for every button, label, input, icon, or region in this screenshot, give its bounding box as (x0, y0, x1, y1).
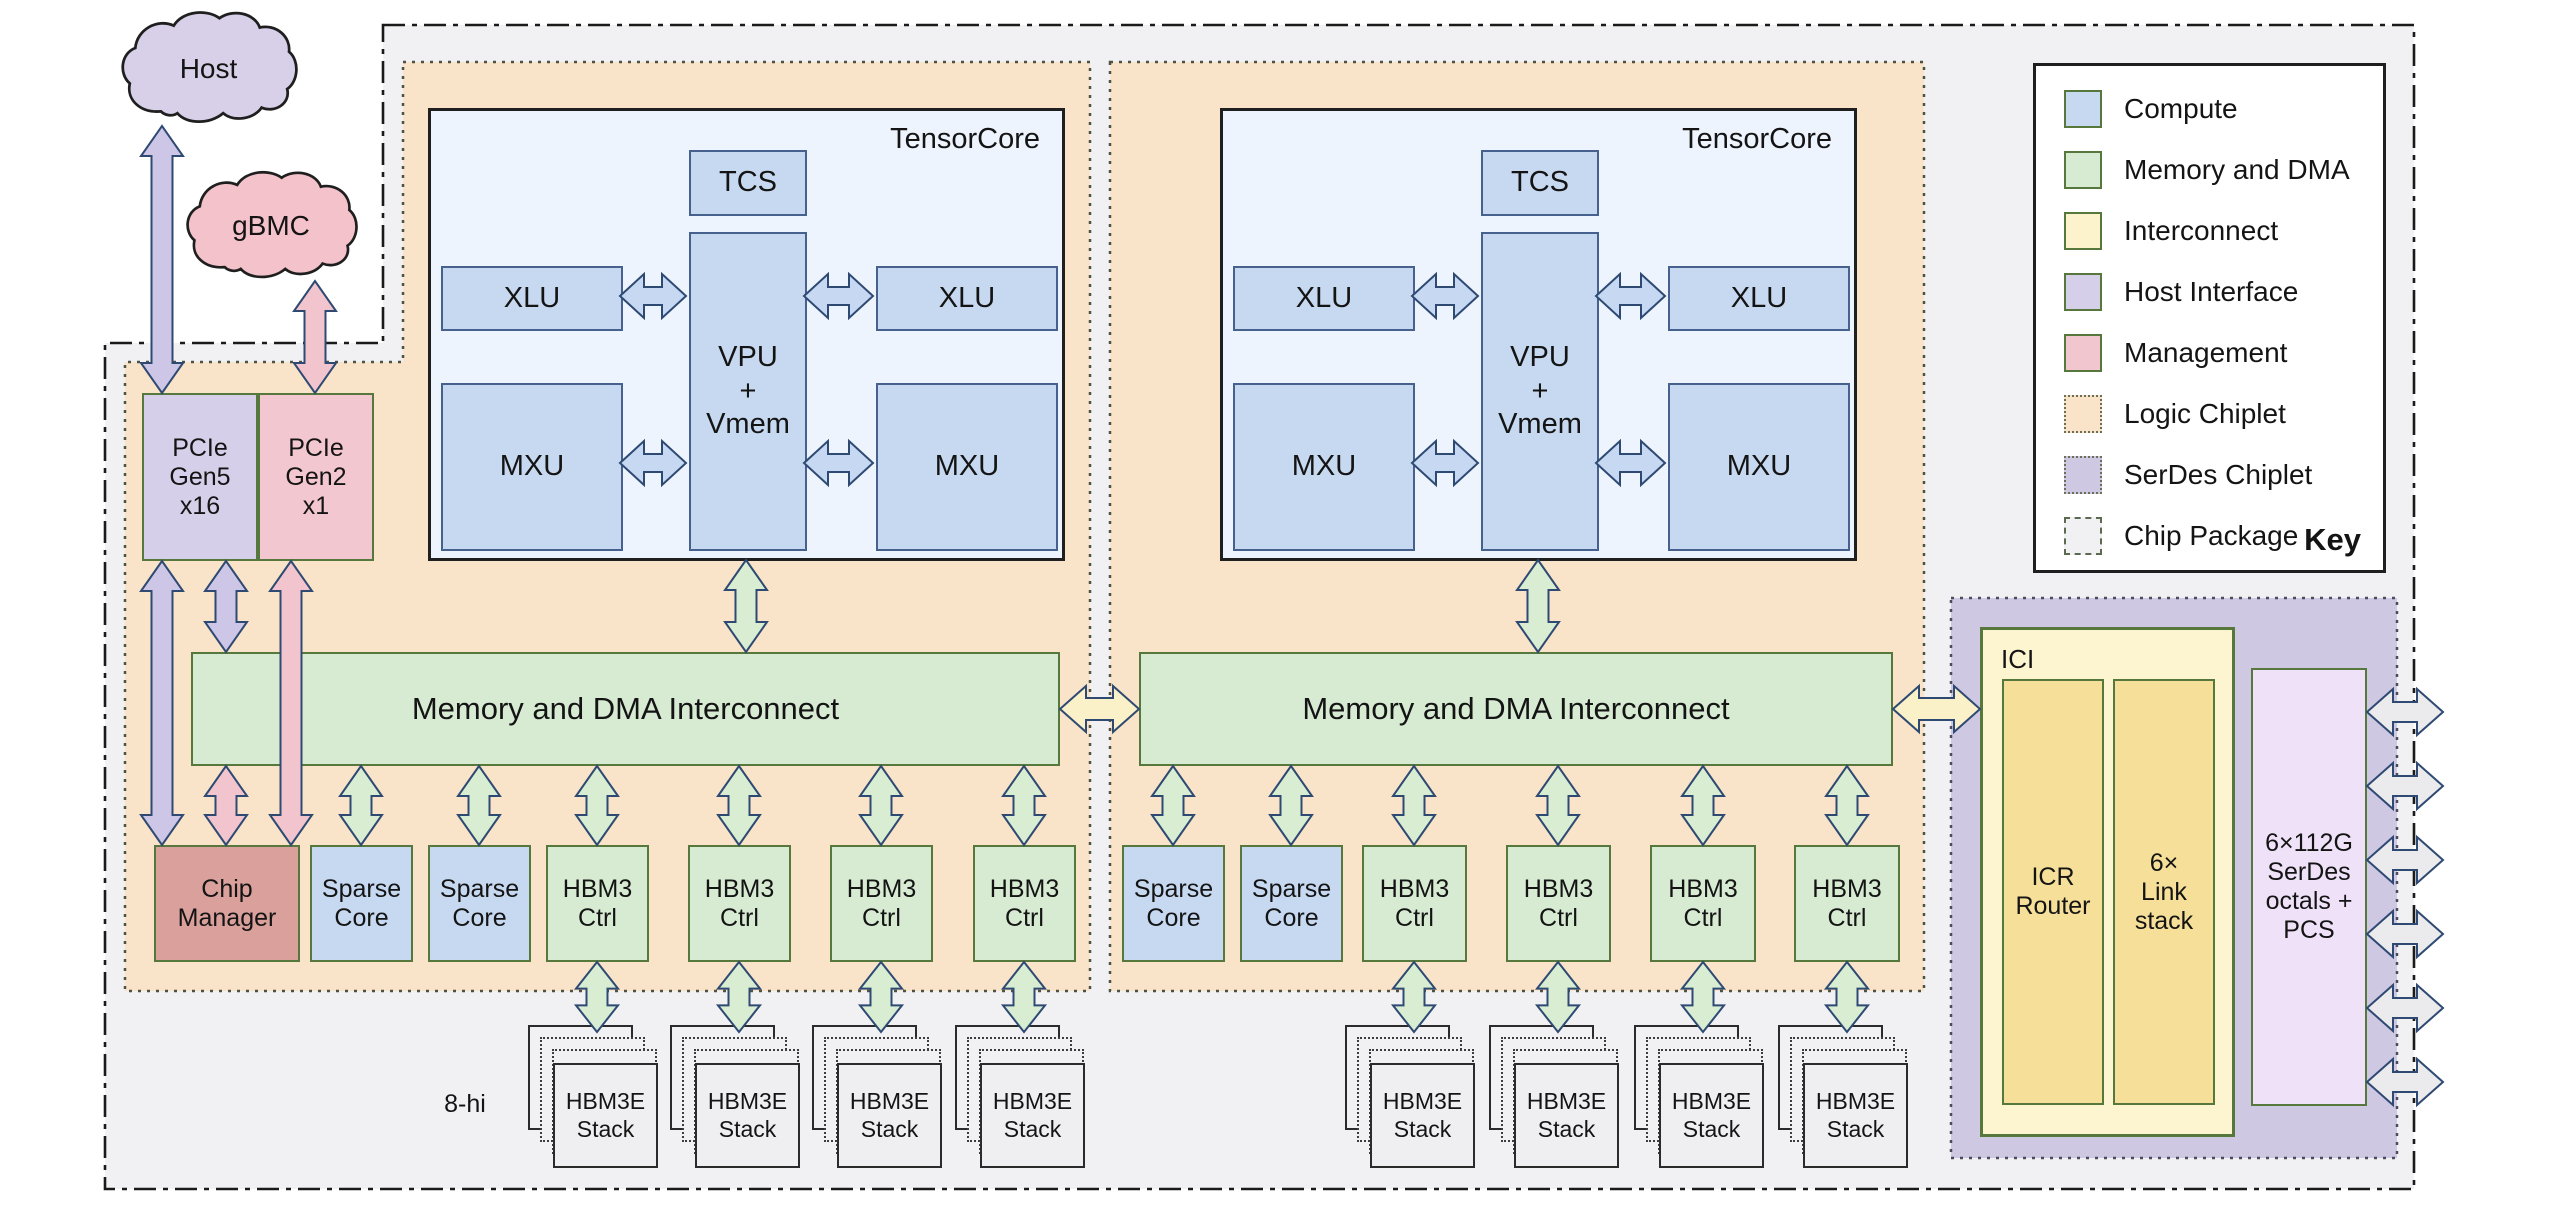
tensorcore-1: TensorCore TCS VPU + Vmem XLU XLU MXU MX… (428, 108, 1065, 561)
hbm3e-stack-block: HBM3E Stack (837, 1063, 942, 1168)
hbm3-ctrl-block-7: HBM3 Ctrl (1650, 845, 1756, 962)
tcs-block: TCS (1481, 150, 1599, 216)
mxu-left-block: MXU (1233, 383, 1415, 551)
legend-swatch-icon (2064, 334, 2102, 372)
hbm3e-stack-group-6: HBM3E Stack (1489, 1025, 1619, 1168)
stack-height-note: 8-hi (444, 1090, 486, 1118)
hbm3e-stack-block: HBM3E Stack (1370, 1063, 1475, 1168)
legend-swatch-icon (2064, 395, 2102, 433)
tensorcore-2: TensorCore TCS VPU + Vmem XLU XLU MXU MX… (1220, 108, 1857, 561)
tcs-block: TCS (689, 150, 807, 216)
mxu-left-block: MXU (441, 383, 623, 551)
hbm3e-stack-group-7: HBM3E Stack (1634, 1025, 1764, 1168)
hbm3e-stack-group-3: HBM3E Stack (812, 1025, 942, 1168)
hbm3-ctrl-block-2: HBM3 Ctrl (688, 845, 791, 962)
hbm3-ctrl-block-4: HBM3 Ctrl (973, 845, 1076, 962)
hbm3e-stack-block: HBM3E Stack (1514, 1063, 1619, 1168)
link-stack-block: 6× Link stack (2113, 679, 2215, 1105)
hbm3-ctrl-block-3: HBM3 Ctrl (830, 845, 933, 962)
memory-dma-interconnect-1: Memory and DMA Interconnect (191, 652, 1060, 766)
legend-item: Chip Package (2064, 517, 2383, 555)
hbm3-ctrl-block-1: HBM3 Ctrl (546, 845, 649, 962)
legend-swatch-icon (2064, 273, 2102, 311)
legend-label: Interconnect (2124, 215, 2279, 246)
serdes-pcs-block: 6×112G SerDes octals + PCS (2251, 668, 2367, 1106)
xlu-right-block: XLU (1668, 266, 1850, 331)
xlu-right-block: XLU (876, 266, 1058, 331)
pcie-gen5-block: PCIe Gen5 x16 (142, 393, 258, 561)
legend-swatch-icon (2064, 151, 2102, 189)
gbmc-cloud: gBMC (182, 167, 360, 285)
vpu-vmem-block: VPU + Vmem (689, 232, 807, 551)
mxu-right-block: MXU (876, 383, 1058, 551)
hbm3e-stack-block: HBM3E Stack (980, 1063, 1085, 1168)
legend-label: Logic Chiplet (2124, 398, 2286, 429)
legend-label: Compute (2124, 93, 2238, 124)
gbmc-cloud-label: gBMC (232, 210, 310, 241)
legend-label: Memory and DMA (2124, 154, 2350, 185)
legend-item: Interconnect (2064, 212, 2383, 250)
chip-manager-block: Chip Manager (154, 845, 300, 962)
sparse-core-block-1: Sparse Core (310, 845, 413, 962)
tensorcore-2-title: TensorCore (1682, 123, 1832, 155)
hbm3e-stack-group-8: HBM3E Stack (1778, 1025, 1908, 1168)
legend-item: SerDes Chiplet (2064, 456, 2383, 494)
legend-item: Memory and DMA (2064, 151, 2383, 189)
legend-swatch-icon (2064, 90, 2102, 128)
hbm3e-stack-block: HBM3E Stack (1659, 1063, 1764, 1168)
xlu-left-block: XLU (1233, 266, 1415, 331)
legend-swatch-icon (2064, 517, 2102, 555)
cloud-shape-icon (186, 170, 358, 279)
vpu-vmem-block: VPU + Vmem (1481, 232, 1599, 551)
legend-swatch-icon (2064, 212, 2102, 250)
legend-label: Host Interface (2124, 276, 2299, 307)
hbm3e-stack-block: HBM3E Stack (695, 1063, 800, 1168)
host-cloud-label: Host (179, 52, 238, 84)
legend-item: Management (2064, 334, 2383, 372)
legend-label: Management (2124, 337, 2288, 368)
legend-title: Key (2304, 522, 2361, 557)
sparse-core-block-2: Sparse Core (428, 845, 531, 962)
sparse-core-block-4: Sparse Core (1240, 845, 1343, 962)
host-cloud: Host (117, 7, 300, 130)
mxu-right-block: MXU (1668, 383, 1850, 551)
hbm3e-stack-block: HBM3E Stack (553, 1063, 658, 1168)
sparse-core-block-3: Sparse Core (1122, 845, 1225, 962)
legend-item: Host Interface (2064, 273, 2383, 311)
hbm3-ctrl-block-6: HBM3 Ctrl (1506, 845, 1611, 962)
hbm3-ctrl-block-8: HBM3 Ctrl (1794, 845, 1900, 962)
hbm3e-stack-group-1: HBM3E Stack (528, 1025, 658, 1168)
hbm3e-stack-block: HBM3E Stack (1803, 1063, 1908, 1168)
hbm3e-stack-group-5: HBM3E Stack (1345, 1025, 1475, 1168)
xlu-left-block: XLU (441, 266, 623, 331)
memory-dma-interconnect-2: Memory and DMA Interconnect (1139, 652, 1893, 766)
legend-label: SerDes Chiplet (2124, 459, 2313, 490)
icr-router-block: ICR Router (2002, 679, 2104, 1105)
hbm3e-stack-group-4: HBM3E Stack (955, 1025, 1085, 1168)
legend-label: Chip Package (2124, 520, 2299, 551)
legend-item: Logic Chiplet (2064, 395, 2383, 433)
cloud-shape-icon (121, 11, 298, 124)
ici-title: ICI (2001, 644, 2035, 674)
pcie-gen2-block: PCIe Gen2 x1 (258, 393, 374, 561)
tensorcore-1-title: TensorCore (890, 123, 1040, 155)
hbm3-ctrl-block-5: HBM3 Ctrl (1362, 845, 1467, 962)
hbm3e-stack-group-2: HBM3E Stack (670, 1025, 800, 1168)
legend-item: Compute (2064, 90, 2383, 128)
legend-swatch-icon (2064, 456, 2102, 494)
